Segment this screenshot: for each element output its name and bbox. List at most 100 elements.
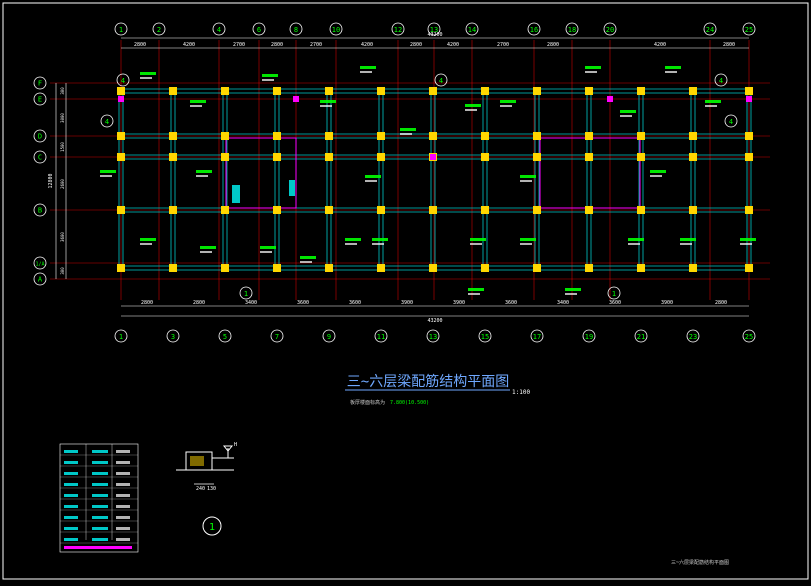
legend-footer-mark (64, 546, 132, 549)
beam-callout (190, 105, 202, 107)
column (637, 206, 645, 214)
axis-label-top: 24 (706, 26, 714, 34)
dim-bottom-label: 3900 (661, 300, 673, 306)
axis-label-bottom: 3 (171, 333, 175, 341)
axis-label-left: F (38, 80, 42, 88)
beam-callout (680, 243, 692, 245)
column (481, 153, 489, 161)
axis-label-top: 14 (468, 26, 476, 34)
column (273, 264, 281, 272)
dim-bottom-label: 3400 (245, 300, 257, 306)
detail-bubble-label: 4 (729, 118, 733, 126)
column (533, 206, 541, 214)
dim-top-label: 4200 (654, 42, 666, 48)
beam-callout (465, 109, 477, 111)
drawing-scale: 1:100 (512, 389, 530, 396)
beam-callout (200, 251, 212, 253)
column (745, 264, 753, 272)
legend-border (59, 443, 139, 553)
axis-bubble-top (289, 22, 303, 36)
legend-cell (64, 450, 78, 453)
detail-bubble-label: 4 (105, 118, 109, 126)
beam-callout (620, 115, 632, 117)
axis-label-bottom: 25 (745, 333, 753, 341)
column (169, 206, 177, 214)
axis-bubble-bottom (582, 329, 596, 343)
axis-bubble-bottom (426, 329, 440, 343)
beam-callout (565, 293, 577, 295)
legend-cell (116, 461, 130, 464)
detail-bubble-label: 4 (719, 77, 723, 85)
beam-callout (345, 243, 357, 245)
beam-callout (585, 71, 597, 73)
axis-label-bottom: 5 (223, 333, 227, 341)
beam-callout (260, 251, 272, 253)
note-value: 7.800(10.500) (390, 400, 429, 406)
column (169, 264, 177, 272)
column (221, 132, 229, 140)
beam-callout (300, 261, 312, 263)
axis-bubble-bottom (530, 329, 544, 343)
column-magenta (430, 154, 436, 160)
legend-cell (64, 505, 78, 508)
axis-label-left: A (38, 276, 43, 284)
beam-callout (520, 175, 536, 178)
section-detail: H 240 130 1 (176, 442, 237, 536)
column (533, 132, 541, 140)
beam-callout (565, 288, 581, 291)
axis-label-left: C (38, 154, 42, 162)
legend-cell (64, 494, 78, 497)
axis-bubble-bottom (270, 329, 284, 343)
column (429, 87, 437, 95)
beam-callouts (100, 66, 756, 295)
axis-label-top: 13 (430, 26, 438, 34)
dim-bottom-label: 3900 (453, 300, 465, 306)
beam-callout (372, 243, 384, 245)
axis-label-top: 4 (217, 26, 221, 34)
axis-label-top: 1 (119, 26, 123, 34)
column (117, 87, 125, 95)
column (585, 132, 593, 140)
column (117, 264, 125, 272)
beam-callout (740, 243, 752, 245)
detail-bubble (100, 114, 114, 128)
axis-label-top: 8 (294, 26, 298, 34)
beam-callout (365, 180, 377, 182)
column (117, 153, 125, 161)
axis-bubble-top (329, 22, 343, 36)
axis-bubble-left (33, 92, 47, 106)
beam-callout (665, 71, 677, 73)
axis-bubble-left (33, 203, 47, 217)
legend-cell (64, 472, 78, 475)
column (745, 206, 753, 214)
legend-cell (92, 461, 108, 464)
section-marker-label: 1 (209, 522, 215, 533)
axis-bubble-top (427, 22, 441, 36)
dim-top-label: 4200 (447, 42, 459, 48)
legend-cell (64, 516, 78, 519)
column (377, 87, 385, 95)
axis-label-top: 20 (606, 26, 614, 34)
beam-callout (465, 104, 481, 107)
stair-block (289, 180, 295, 196)
column-layer (117, 87, 753, 272)
detail-bubble (434, 73, 448, 87)
detail-hatch (190, 456, 204, 466)
beam-callout (665, 66, 681, 69)
beam-callout (500, 105, 512, 107)
axis-label-bottom: 13 (429, 333, 437, 341)
beam-callout (260, 246, 276, 249)
column (377, 264, 385, 272)
axis-label-left: 1/A (35, 262, 44, 268)
column-magenta (607, 96, 613, 102)
beam-callout (200, 246, 216, 249)
legend-cell (92, 505, 108, 508)
column (689, 153, 697, 161)
beam-callout (100, 175, 112, 177)
legend-cell (64, 538, 78, 541)
column (585, 206, 593, 214)
